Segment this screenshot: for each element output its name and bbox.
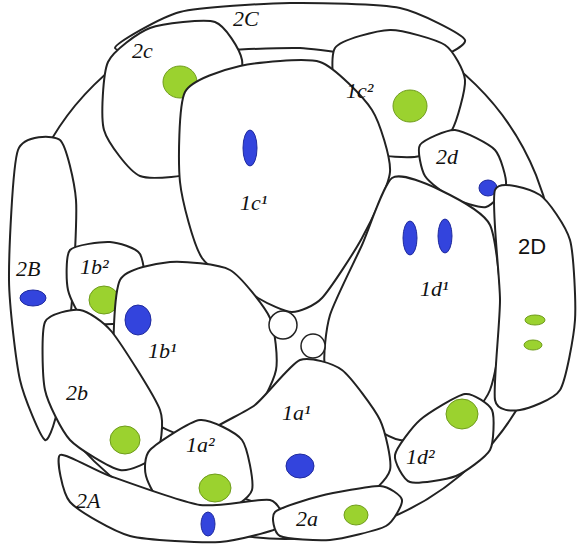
chromosomes [286,454,314,478]
cell-label: 1c¹ [240,192,267,214]
cell-label: 2d [436,146,458,168]
cell-label: 2a [296,508,318,530]
nucleus [525,315,545,325]
chromosomes [20,290,46,306]
cell: 2b [45,310,160,470]
cell: 2A [60,455,282,542]
cell-outline [395,394,492,482]
cell: 2a [275,486,402,540]
cell-label: 1a² [186,434,215,456]
chromosomes [125,305,151,335]
cell-label: 1b² [80,256,109,278]
chromosomes [201,512,215,536]
cell-label: 1d¹ [420,278,449,300]
nucleus [524,340,542,350]
chromosomes [403,221,417,255]
cell-label: 1d² [406,446,435,468]
cell-label: 2A [76,490,100,512]
cell: 1d² [395,394,492,482]
nucleus [344,505,368,525]
embryo-outline [15,7,555,539]
cell-label: 2c [132,40,153,62]
cell-membrane [43,310,163,470]
nucleus [446,399,478,429]
chromosomes [243,130,257,166]
cell-membrane [395,394,494,483]
cell-label: 2B [16,258,40,280]
chromosomes [438,219,452,253]
cell-label: 2D [518,236,546,258]
nucleus [393,90,427,122]
nucleus [199,474,231,502]
cell-label: 2b [66,382,88,404]
cell-outline [275,486,402,540]
cell-label: 1b¹ [148,340,177,362]
cell-label: 2C [233,8,259,30]
cell-label: 1c² [346,80,373,102]
nucleus [110,426,140,454]
cell-outline [495,190,575,410]
cell-membrane [59,455,284,543]
cell-membrane [494,185,575,411]
polar-body [301,334,325,358]
cell-membrane [273,486,402,540]
cell: 2D [495,190,575,410]
cell-label: 1a¹ [282,402,311,424]
cell-outline [45,310,160,470]
polar-body [269,311,297,339]
